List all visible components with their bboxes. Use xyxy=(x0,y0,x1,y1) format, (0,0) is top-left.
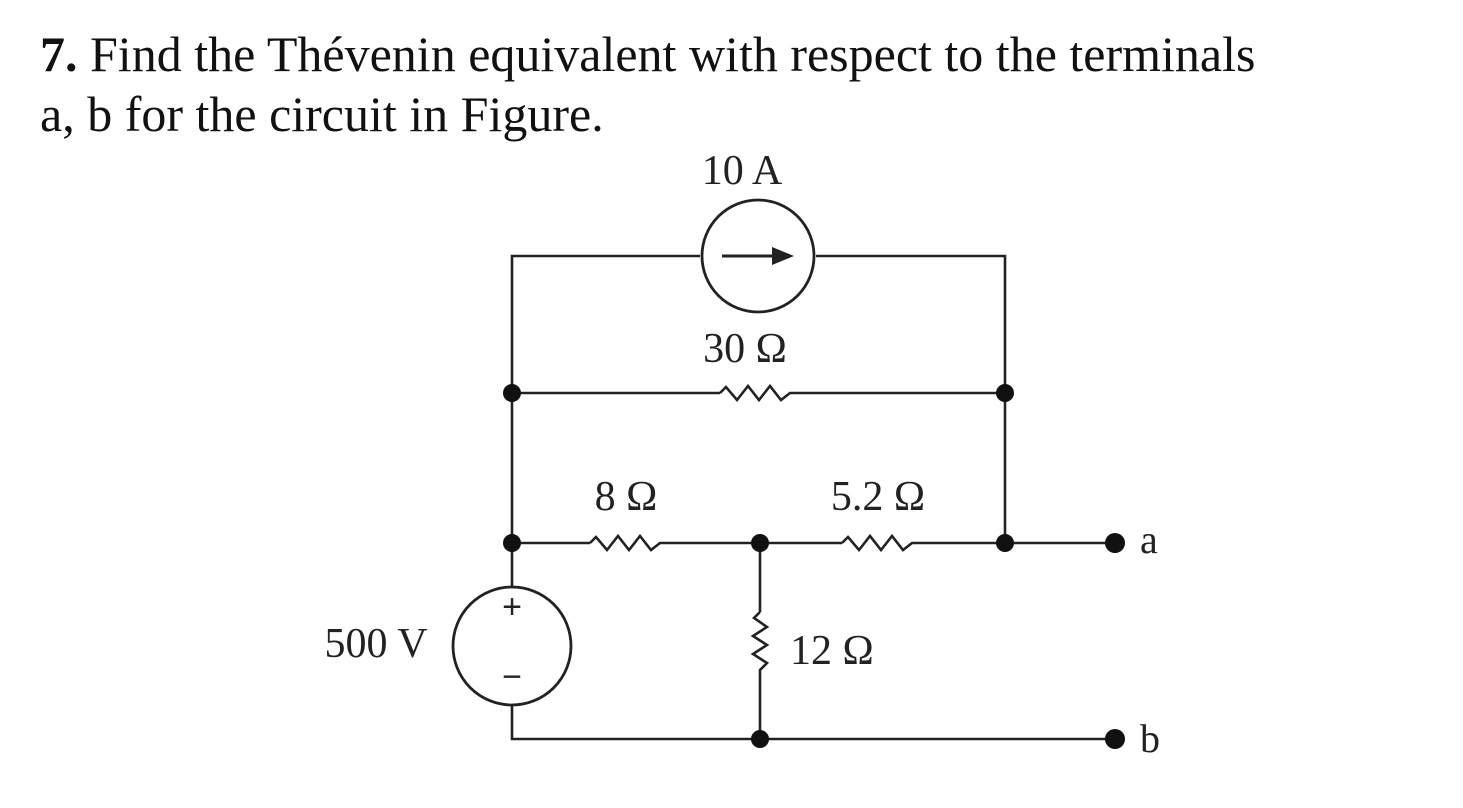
current-source-label: 10 A xyxy=(702,148,783,194)
problem-statement: 7. Find the Thévenin equivalent with res… xyxy=(40,24,1440,144)
minus-sign: − xyxy=(502,658,522,696)
current-source xyxy=(700,198,816,314)
node-mid-right xyxy=(996,534,1014,552)
terminal-b-dot xyxy=(1105,729,1125,749)
resistor-5-2-ohm xyxy=(841,533,918,553)
terminal-b-label: b xyxy=(1140,716,1160,761)
resistor-8-label: 8 Ω xyxy=(595,474,658,520)
wire-top-right xyxy=(816,254,1007,393)
node-mid-left xyxy=(503,534,521,552)
node-top-left xyxy=(503,384,521,402)
resistor-8-ohm xyxy=(589,533,666,553)
node-bottom-center xyxy=(751,730,769,748)
wire-top-left xyxy=(510,254,700,393)
terminal-a-label: a xyxy=(1140,517,1158,562)
terminal-a-dot xyxy=(1105,533,1125,553)
problem-text-line-1: Find the Thévenin equivalent with respec… xyxy=(90,26,1256,82)
problem-number: 7. xyxy=(40,26,78,82)
resistor-12-label: 12 Ω xyxy=(790,628,874,674)
resistor-30-label: 30 Ω xyxy=(703,326,787,372)
problem-line-1: 7. Find the Thévenin equivalent with res… xyxy=(40,24,1440,84)
resistor-5-2-label: 5.2 Ω xyxy=(831,474,925,520)
resistor-12-ohm xyxy=(750,611,770,676)
problem-text-line-2: a, b for the circuit in Figure. xyxy=(40,86,604,142)
resistor-30-ohm xyxy=(719,383,796,403)
wire-source-bottom xyxy=(510,706,1115,741)
node-top-right xyxy=(996,384,1014,402)
current-arrow-head xyxy=(772,247,794,265)
circuit-nodes xyxy=(503,384,1125,749)
voltage-source-label: 500 V xyxy=(324,621,427,667)
plus-sign: + xyxy=(502,588,522,626)
voltage-source-circle xyxy=(451,585,573,707)
node-mid-center xyxy=(751,534,769,552)
voltage-source: + − xyxy=(451,585,573,707)
